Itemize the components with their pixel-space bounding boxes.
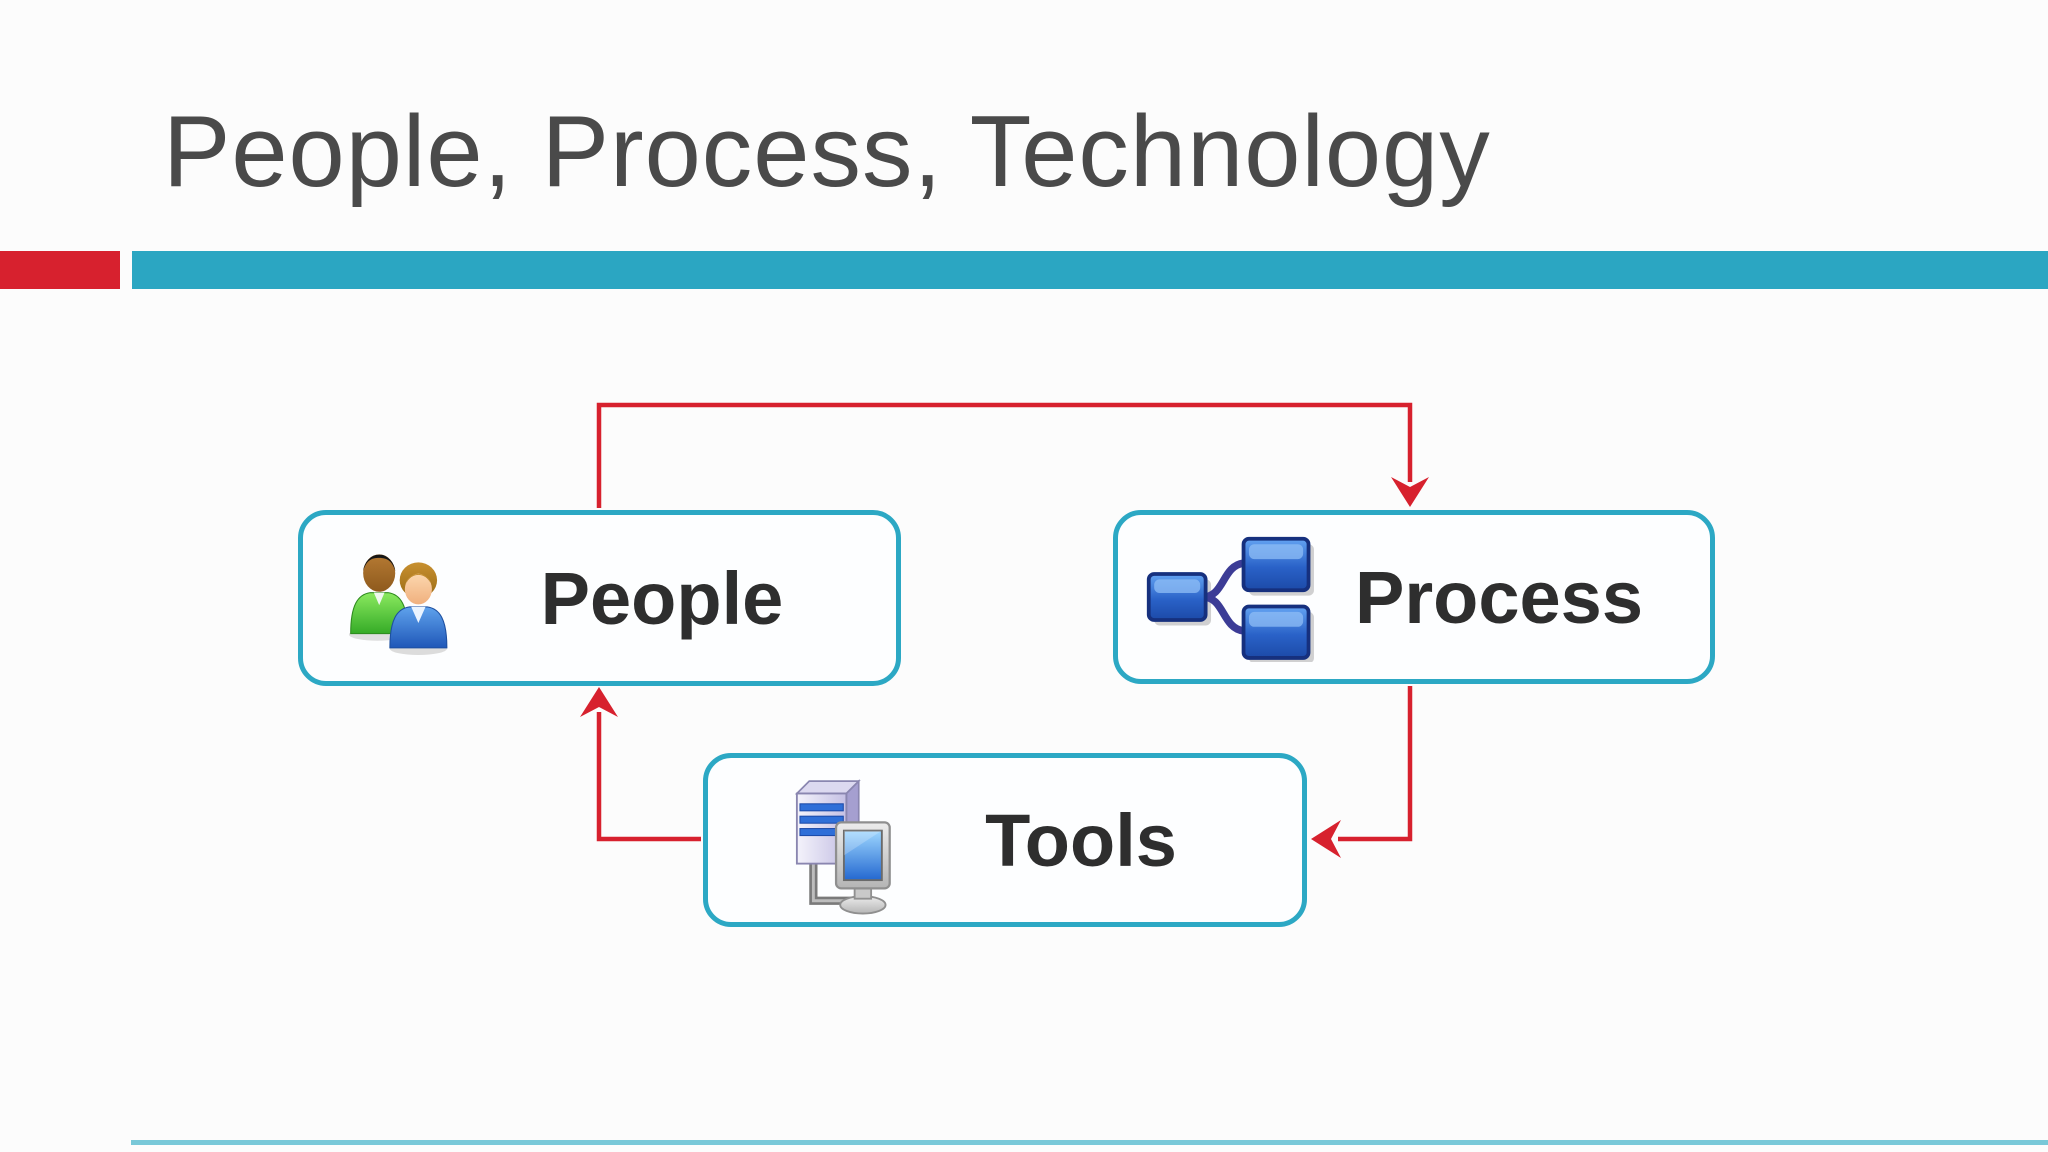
arrowhead-down-icon: [1391, 477, 1429, 507]
arrow-process-to-tools: [1311, 686, 1413, 858]
node-process: Process: [1113, 510, 1715, 684]
arrow-tools-to-people: [580, 687, 701, 842]
arrow-people-to-process: [596, 402, 1429, 508]
node-tools: Tools: [703, 753, 1307, 927]
two-users-icon: [348, 554, 448, 655]
flowchart-icon: [1146, 536, 1314, 662]
node-people-label: People: [540, 556, 784, 640]
arrowhead-up-icon: [580, 687, 618, 717]
server-workstation-icon: [794, 779, 891, 915]
title-accent-teal-bar: [132, 251, 2048, 289]
title-accent-red-bar: [0, 251, 120, 289]
node-people: People: [298, 510, 901, 686]
arrowhead-left-icon: [1311, 820, 1341, 858]
node-tools-label: Tools: [985, 798, 1177, 882]
footer-teal-line: [131, 1140, 2048, 1145]
page-title: People, Process, Technology: [163, 96, 1491, 208]
node-process-label: Process: [1355, 555, 1643, 639]
